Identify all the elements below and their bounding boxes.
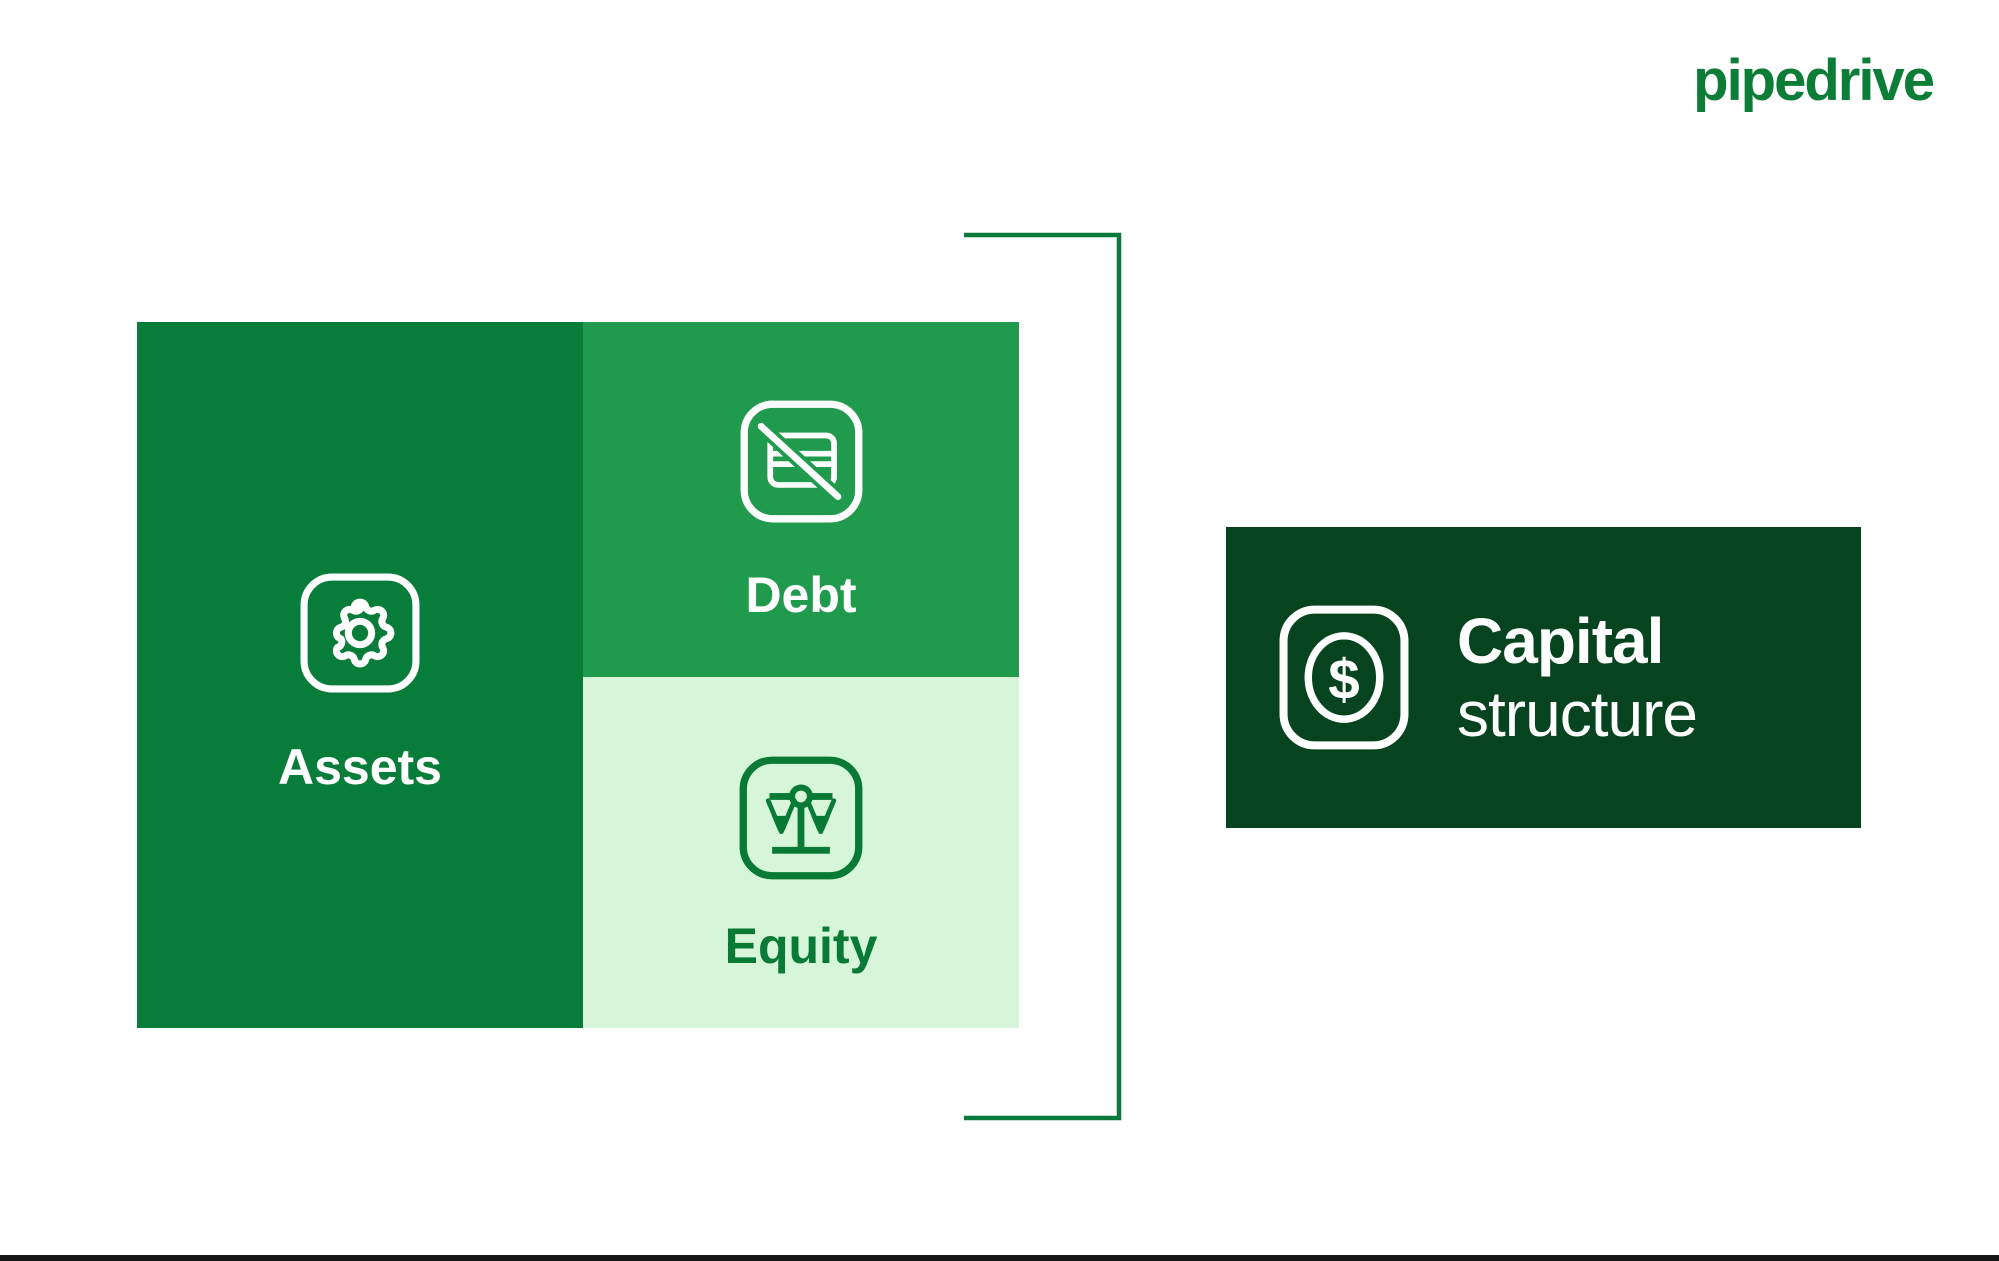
pipedrive-logo: pipedrive: [1693, 48, 1935, 113]
gear-icon: [299, 572, 421, 694]
assets-panel: Assets: [137, 322, 583, 1028]
dollar-coin-icon: $: [1277, 603, 1411, 752]
equity-panel: Equity: [583, 677, 1019, 1028]
equity-label: Equity: [724, 918, 878, 974]
debt-panel: Debt: [583, 322, 1019, 677]
callout-title-regular: structure: [1457, 677, 1698, 750]
assets-label: Assets: [278, 739, 442, 795]
callout-title: Capital structure: [1457, 604, 1698, 751]
credit-card-off-icon: [739, 399, 864, 524]
balance-scale-icon: [738, 755, 864, 881]
capital-structure-callout: $ Capital structure: [1226, 527, 1861, 828]
callout-title-bold: Capital: [1457, 604, 1664, 677]
debt-label: Debt: [745, 567, 857, 623]
bottom-divider-bar: [0, 1255, 1999, 1261]
bracket-shape: [964, 232, 1122, 1121]
dollar-glyph: $: [1328, 648, 1359, 711]
